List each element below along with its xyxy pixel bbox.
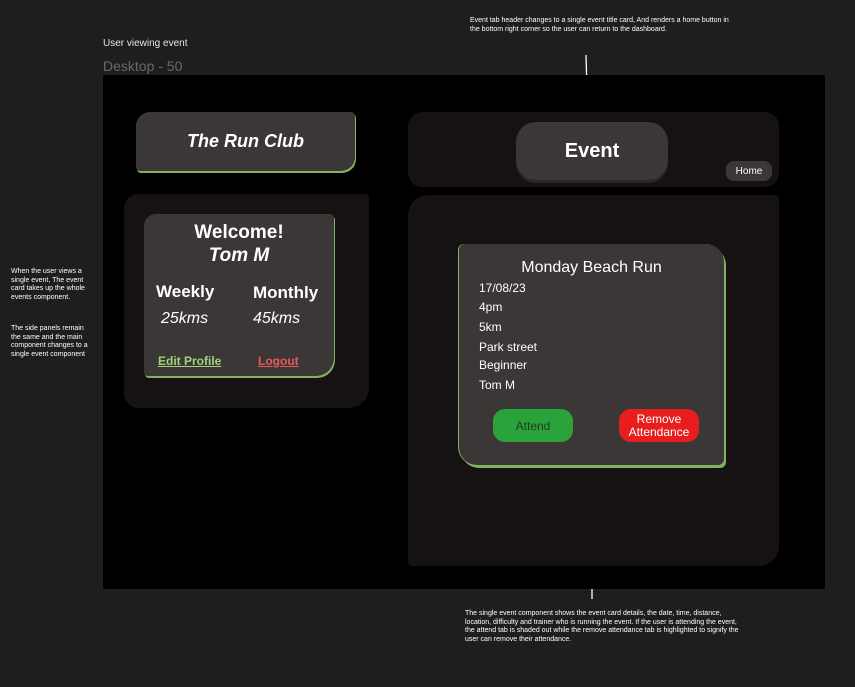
event-date: 17/08/23 [479,281,526,295]
event-header-title: Event [564,139,620,162]
monthly-label: Monthly [253,283,319,302]
home-button[interactable]: Home [726,161,772,181]
brand-title-card: The Run Club [136,112,355,171]
brand-title: The Run Club [187,131,304,151]
event-distance: 5km [479,320,502,334]
event-card: Monday Beach Run 17/08/23 4pm 5km Park s… [459,244,724,465]
frame-name: Desktop - 50 [103,58,183,74]
bottom-annotation: The single event component shows the eve… [465,610,739,643]
attend-button-label: Attend [515,418,551,433]
weekly-value: 25kms [161,310,209,327]
welcome-user-name: Tom M [208,245,270,266]
event-location: Park street [479,340,538,354]
event-time: 4pm [479,300,503,314]
event-trainer: Tom M [479,378,515,392]
edit-profile-link[interactable]: Edit Profile [158,354,222,368]
event-title-card: Event [516,122,668,180]
welcome-card: Welcome! Tom M Weekly 25kms Monthly 45km… [144,214,334,376]
event-difficulty: Beginner [479,358,528,372]
top-annotation: Event tab header changes to a single eve… [470,17,729,33]
weekly-label: Weekly [156,282,215,301]
remove-attendance-button[interactable]: Remove Attendance [619,409,699,442]
welcome-greeting: Welcome! [194,222,284,243]
attend-button[interactable]: Attend [493,409,573,442]
logout-link[interactable]: Logout [258,354,299,368]
left-annotation-2: The side panels remain the same and the … [11,325,88,358]
home-button-label: Home [735,165,763,177]
remove-attendance-button-label: Remove Attendance [628,411,690,439]
monthly-value: 45kms [253,310,301,327]
event-name: Monday Beach Run [521,259,662,276]
left-annotation-1: When the user views a single event, The … [11,268,85,301]
frame-caption: User viewing event [103,38,188,49]
